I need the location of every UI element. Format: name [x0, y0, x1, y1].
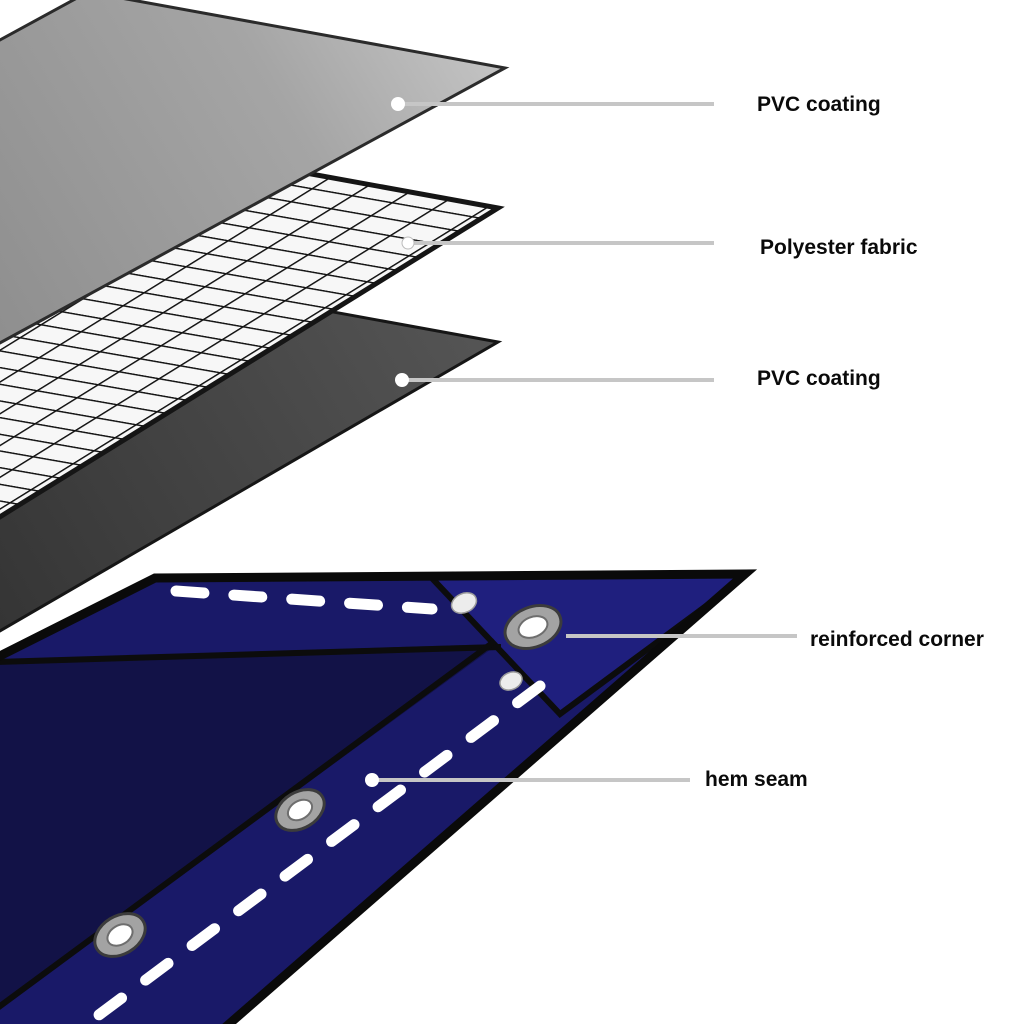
callout-label-hem-seam: hem seam: [705, 768, 808, 791]
bottom-hem-stitch-dashes: [0, 680, 546, 1024]
leader-dot-icon: [401, 236, 415, 250]
tarp-edge: [0, 569, 758, 1024]
corner-grommet-icon: [503, 604, 563, 650]
leader-dot-icon: [395, 373, 409, 387]
callout-label-polyester-fabric: Polyester fabric: [760, 236, 918, 259]
hem-eyelet-icon: [274, 788, 326, 832]
corner-rivet-icon: [450, 592, 478, 614]
tarp-main-body: [0, 644, 498, 1024]
pvc-coating-top-layer: [0, 0, 510, 345]
leader-lines: [372, 102, 797, 782]
top-hem-seam-line: [0, 644, 502, 666]
leader-dots: [365, 97, 415, 787]
tarpaulin: [0, 569, 758, 1024]
callout-label-pvc-coating-bottom: PVC coating: [757, 367, 881, 390]
callout-label-pvc-coating-top: PVC coating: [757, 93, 881, 116]
leader-dot-icon: [391, 97, 405, 111]
corner-rivet-icon: [499, 671, 523, 691]
leader-dot-icon: [365, 773, 379, 787]
top-hem-stitch-dashes: [170, 585, 438, 615]
bottom-hem-seam-line: [0, 638, 497, 1024]
hem-eyelet-icon: [93, 912, 147, 958]
callout-label-reinforced-corner: reinforced corner: [810, 628, 984, 651]
